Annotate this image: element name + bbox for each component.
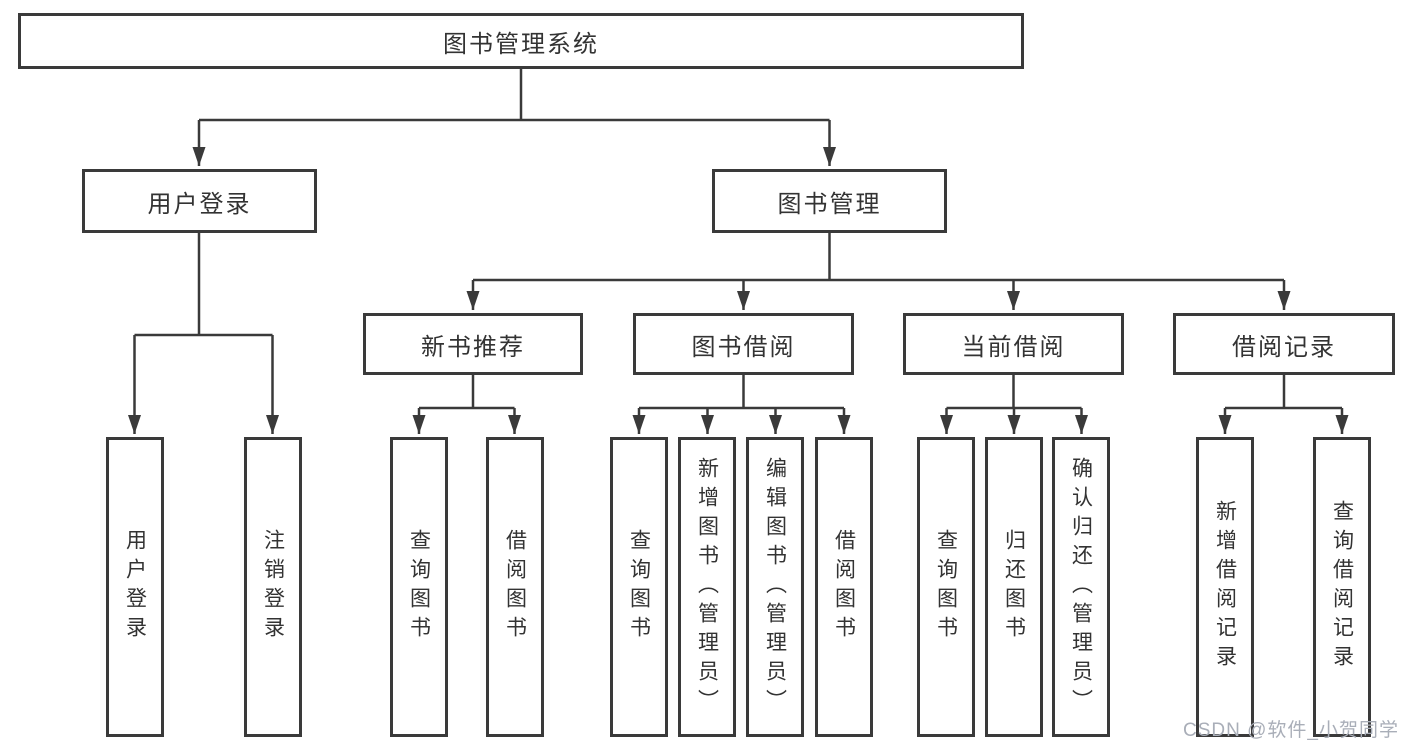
leaf-label: 归还图书: [1002, 529, 1026, 645]
leaf-label: 编辑图书（管理员）: [763, 456, 787, 718]
leaf-logout: 注销登录: [244, 437, 302, 737]
leaf-label: 查询借阅记录: [1330, 500, 1354, 674]
leaf-label: 查询图书: [407, 529, 431, 645]
tree-edges: [134, 69, 1342, 410]
leaf-label: 借阅图书: [503, 529, 527, 645]
leaf-borrow-edit-book-admin: 编辑图书（管理员）: [746, 437, 804, 737]
leaf-borrow-query-book: 查询图书: [610, 437, 668, 737]
leaf-user-login: 用户登录: [106, 437, 164, 737]
leaf-recommend-query-book: 查询图书: [390, 437, 448, 737]
node-user-login-branch: 用户登录: [82, 169, 317, 233]
leaf-label: 新增图书（管理员）: [695, 456, 719, 718]
node-borrowing-records: 借阅记录: [1173, 313, 1395, 375]
leaf-label: 借阅图书: [832, 529, 856, 645]
tree-arrow-edges: [128, 120, 1349, 434]
leaf-records-query-record: 查询借阅记录: [1313, 437, 1371, 737]
leaf-label: 确认归还（管理员）: [1069, 456, 1093, 718]
node-current-borrowing: 当前借阅: [903, 313, 1124, 375]
node-label: 用户登录: [147, 190, 252, 218]
leaf-borrow-add-book-admin: 新增图书（管理员）: [678, 437, 736, 737]
node-root: 图书管理系统: [18, 13, 1024, 69]
node-book-borrowing: 图书借阅: [633, 313, 854, 375]
leaf-records-add-record: 新增借阅记录: [1196, 437, 1254, 737]
leaf-borrow-borrow-book: 借阅图书: [815, 437, 873, 737]
node-new-book-recommend: 新书推荐: [363, 313, 583, 375]
leaf-label: 查询图书: [934, 529, 958, 645]
node-label: 图书借阅: [691, 333, 796, 361]
node-label: 借阅记录: [1232, 333, 1336, 361]
watermark: CSDN @软件_小贺同学: [1183, 720, 1399, 741]
node-label: 新书推荐: [421, 333, 525, 361]
leaf-label: 注销登录: [261, 529, 285, 645]
node-label: 图书管理: [777, 190, 882, 218]
leaf-label: 新增借阅记录: [1213, 500, 1237, 674]
leaf-label: 查询图书: [627, 529, 651, 645]
leaf-current-confirm-return-admin: 确认归还（管理员）: [1052, 437, 1110, 737]
leaf-current-return-book: 归还图书: [985, 437, 1043, 737]
leaf-current-query-book: 查询图书: [917, 437, 975, 737]
leaf-recommend-borrow-book: 借阅图书: [486, 437, 544, 737]
node-book-management: 图书管理: [712, 169, 947, 233]
leaf-label: 用户登录: [123, 529, 147, 645]
node-label: 图书管理系统: [443, 30, 599, 58]
node-label: 当前借阅: [961, 333, 1066, 361]
